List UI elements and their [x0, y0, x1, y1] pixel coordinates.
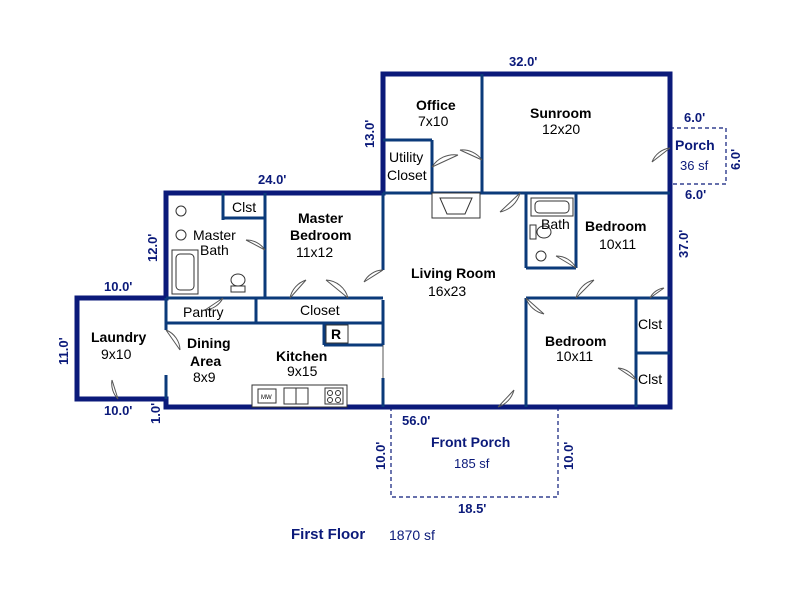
- utility-line1: Utility: [389, 149, 423, 165]
- side-porch-area: 36 sf: [680, 158, 709, 173]
- office-name: Office: [416, 97, 456, 113]
- exterior-wall: [74, 71, 673, 410]
- dim-porch-bottom: 6.0': [685, 187, 706, 202]
- refrigerator-label: R: [331, 326, 341, 342]
- office-size: 7x10: [418, 113, 449, 129]
- front-porch-outline: [390, 407, 559, 498]
- dim-laundry-height: 11.0': [56, 337, 71, 365]
- master-bath-line1: Master: [193, 227, 236, 243]
- dining-line2: Area: [190, 353, 221, 369]
- dining-line1: Dining: [187, 335, 231, 351]
- microwave-label: MW: [261, 395, 272, 401]
- closet-a-label: Clst: [638, 316, 662, 332]
- master-bath-line2: Bath: [200, 242, 229, 258]
- closet-b-label: Clst: [638, 371, 662, 387]
- dim-porch-top: 6.0': [684, 110, 705, 125]
- fireplace-icon: [431, 192, 481, 219]
- dim-office-height: 13.0': [362, 120, 377, 148]
- master-bedroom-size: 11x12: [296, 244, 333, 260]
- laundry-name: Laundry: [91, 329, 146, 345]
- front-porch-name: Front Porch: [431, 434, 510, 450]
- dim-laundry-width: 10.0': [104, 279, 132, 294]
- master-closet-label: Clst: [232, 199, 256, 215]
- toilet-icon: [230, 273, 246, 293]
- dim-master-height: 12.0': [145, 234, 160, 262]
- dim-master-width: 24.0': [258, 172, 286, 187]
- front-porch-area: 185 sf: [454, 456, 490, 471]
- dim-front-bottom: 18.5': [458, 501, 486, 516]
- pantry-label: Pantry: [183, 304, 223, 320]
- dim-laundry-bottom: 10.0': [104, 403, 132, 418]
- laundry-size: 9x10: [101, 346, 132, 362]
- microwave-icon: [257, 388, 277, 404]
- bath-fixtures: [529, 197, 574, 262]
- kitchen-appliances: MW R: [251, 324, 349, 408]
- dining-size: 8x9: [193, 369, 216, 385]
- kitchen-size: 9x15: [287, 363, 318, 379]
- closet-label: Closet: [300, 302, 340, 318]
- sink-icon: [535, 250, 547, 262]
- master-bedroom-line1: Master: [298, 210, 344, 226]
- master-bedroom-line2: Bedroom: [290, 227, 351, 243]
- bedroom2-size: 10x11: [556, 348, 593, 364]
- utility-line2: Closet: [387, 167, 427, 183]
- dim-front-left: 10.0': [373, 442, 388, 470]
- stove-icon: [324, 387, 344, 405]
- bathtub-icon: [530, 197, 574, 217]
- bedroom2-name: Bedroom: [545, 333, 606, 349]
- side-porch-outline: [670, 127, 727, 185]
- floor-area: 1870 sf: [389, 527, 435, 543]
- sink-icon: [175, 205, 187, 241]
- dim-step: 1.0': [148, 403, 163, 424]
- sunroom-size: 12x20: [542, 121, 580, 137]
- master-bath-fixtures: [171, 205, 246, 295]
- dim-front-right: 10.0': [561, 442, 576, 470]
- dim-porch-side: 6.0': [728, 149, 743, 170]
- bath-label: Bath: [541, 216, 570, 232]
- dim-bottom-width: 56.0': [402, 413, 430, 428]
- bedroom1-size: 10x11: [599, 236, 636, 252]
- refrigerator-icon: [325, 324, 349, 344]
- sunroom-name: Sunroom: [530, 105, 591, 121]
- side-porch-name: Porch: [675, 137, 715, 153]
- dim-top-width: 32.0': [509, 54, 537, 69]
- kitchen-name: Kitchen: [276, 348, 327, 364]
- dim-right-height: 37.0': [676, 230, 691, 258]
- bedroom1-name: Bedroom: [585, 218, 646, 234]
- living-room-name: Living Room: [411, 265, 496, 281]
- living-room-size: 16x23: [428, 283, 466, 299]
- door-swings: [111, 147, 671, 408]
- toilet-icon: [529, 224, 552, 240]
- floor-title: First Floor: [291, 526, 365, 543]
